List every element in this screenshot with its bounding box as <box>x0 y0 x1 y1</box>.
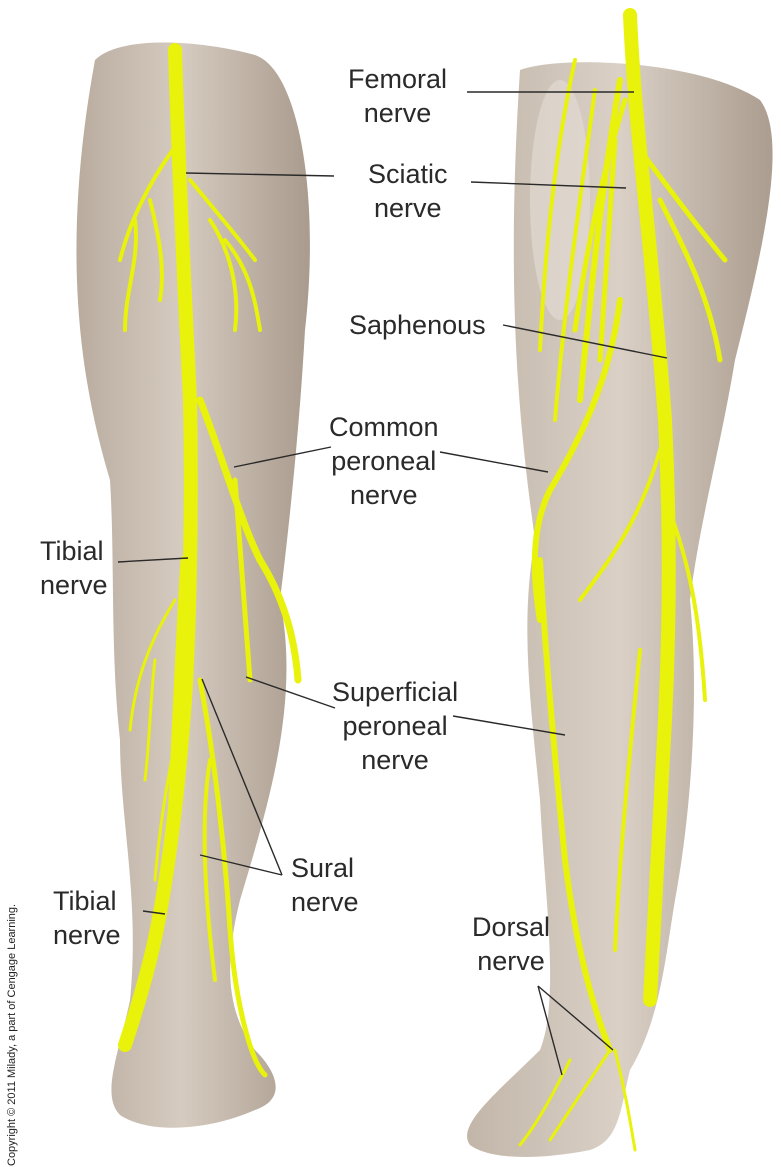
copyright-notice: Copyright © 2011 Milady, a part of Cenga… <box>6 904 18 1166</box>
label-superficial-peroneal-nerve: Superficial peroneal nerve <box>332 675 458 777</box>
label-saphenous: Saphenous <box>349 308 486 342</box>
label-common-peroneal-nerve: Common peroneal nerve <box>329 410 439 512</box>
right-leg-anterior-view <box>467 62 773 1157</box>
label-sciatic-nerve: Sciatic nerve <box>368 157 448 225</box>
label-sural-nerve: Sural nerve <box>291 851 359 919</box>
label-dorsal-nerve: Dorsal nerve <box>472 910 550 978</box>
label-femoral-nerve: Femoral nerve <box>348 62 447 130</box>
label-tibial-nerve-lower: Tibial nerve <box>53 884 121 952</box>
label-tibial-nerve-upper: Tibial nerve <box>40 534 108 602</box>
